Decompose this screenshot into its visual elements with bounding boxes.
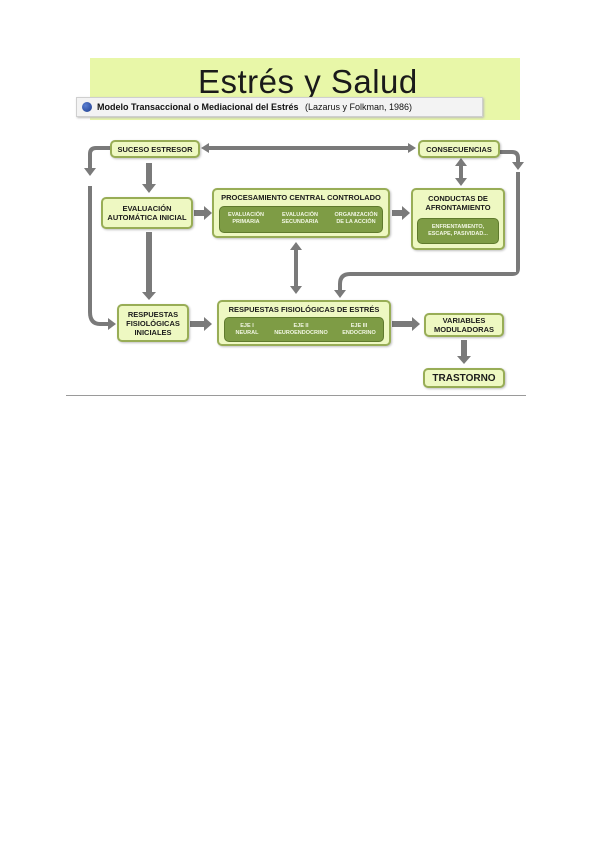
arrow-right-loop-left xyxy=(334,272,504,298)
node-suceso-estresor: SUCESO ESTRESOR xyxy=(110,140,200,158)
arrow-suceso-evaluacion xyxy=(142,163,156,193)
eje-2: EJE II NEUROENDOCRINO xyxy=(274,323,328,336)
conductas-title: CONDUCTAS DE AFRONTAMIENTO xyxy=(425,194,491,212)
procesamiento-item-1: EVALUACIÓN PRIMARIA xyxy=(228,212,264,225)
node-respuestas-iniciales: RESPUESTAS FISIOLÓGICAS INICIALES xyxy=(117,304,189,342)
respuestas-estres-title: RESPUESTAS FISIOLÓGICAS DE ESTRÉS xyxy=(228,305,380,314)
node-variables-label: VARIABLES MODULADORAS xyxy=(434,316,494,334)
procesamiento-inner xyxy=(219,206,383,233)
bullet-icon xyxy=(82,102,92,112)
arrow-consecuencias-conductas xyxy=(455,158,467,186)
procesamiento-item-2: EVALUACIÓN SECUNDARIA xyxy=(281,212,319,225)
eje-3: EJE III ENDOCRINO xyxy=(342,323,376,336)
node-respuestas-estres: RESPUESTAS FISIOLÓGICAS DE ESTRÉS EJE I … xyxy=(217,300,391,346)
arrow-left-down xyxy=(88,186,116,330)
subtitle-reference: (Lazarus y Folkman, 1986) xyxy=(305,102,413,112)
node-trastorno-label: TRASTORNO xyxy=(432,372,496,384)
node-consecuencias-label: CONSECUENCIAS xyxy=(426,144,492,154)
conductas-inner-text: ENFRENTAMIENTO, ESCAPE, PASIVIDAD... xyxy=(428,224,488,237)
node-evaluacion-label: EVALUACIÓN AUTOMÁTICA INICIAL xyxy=(107,204,187,222)
procesamiento-title: PROCESAMIENTO CENTRAL CONTROLADO xyxy=(221,193,381,202)
node-conductas-afrontamiento: CONDUCTAS DE AFRONTAMIENTO ENFRENTAMIENT… xyxy=(411,188,505,250)
respuestas-estres-inner xyxy=(224,317,384,342)
arrow-left-loop xyxy=(84,146,110,176)
node-procesamiento-central: PROCESAMIENTO CENTRAL CONTROLADO EVALUAC… xyxy=(212,188,390,238)
subtitle-main: Modelo Transaccional o Mediacional del E… xyxy=(97,102,299,112)
arrow-procesamiento-respuestas xyxy=(290,242,302,294)
arrow-right-loop-down xyxy=(504,172,520,276)
node-consecuencias: CONSECUENCIAS xyxy=(418,140,500,158)
node-evaluacion-automatica: EVALUACIÓN AUTOMÁTICA INICIAL xyxy=(101,197,193,229)
arrow-estres-variables xyxy=(392,317,420,331)
arrow-right-loop-top xyxy=(500,150,524,170)
eje-1: EJE I NEURAL xyxy=(235,323,259,336)
arrow-iniciales-estres xyxy=(190,317,212,331)
arrow-evaluacion-respuestas xyxy=(142,232,156,300)
arrow-variables-trastorno xyxy=(457,340,471,364)
node-suceso-label: SUCESO ESTRESOR xyxy=(117,144,193,154)
node-respuestas-iniciales-label: RESPUESTAS FISIOLÓGICAS INICIALES xyxy=(126,309,180,337)
divider-line xyxy=(66,395,526,396)
procesamiento-item-3: ORGANIZACIÓN DE LA ACCIÓN xyxy=(334,212,378,225)
arrow-evaluacion-procesamiento xyxy=(194,206,212,220)
slide-title: Estrés y Salud xyxy=(198,63,418,100)
conductas-inner xyxy=(417,218,499,244)
arrow-procesamiento-conductas xyxy=(392,206,410,220)
arrow-suceso-consecuencias xyxy=(201,143,416,153)
node-variables-moduladoras: VARIABLES MODULADORAS xyxy=(424,313,504,337)
subtitle-bar: Modelo Transaccional o Mediacional del E… xyxy=(76,97,483,117)
node-trastorno: TRASTORNO xyxy=(423,368,505,388)
